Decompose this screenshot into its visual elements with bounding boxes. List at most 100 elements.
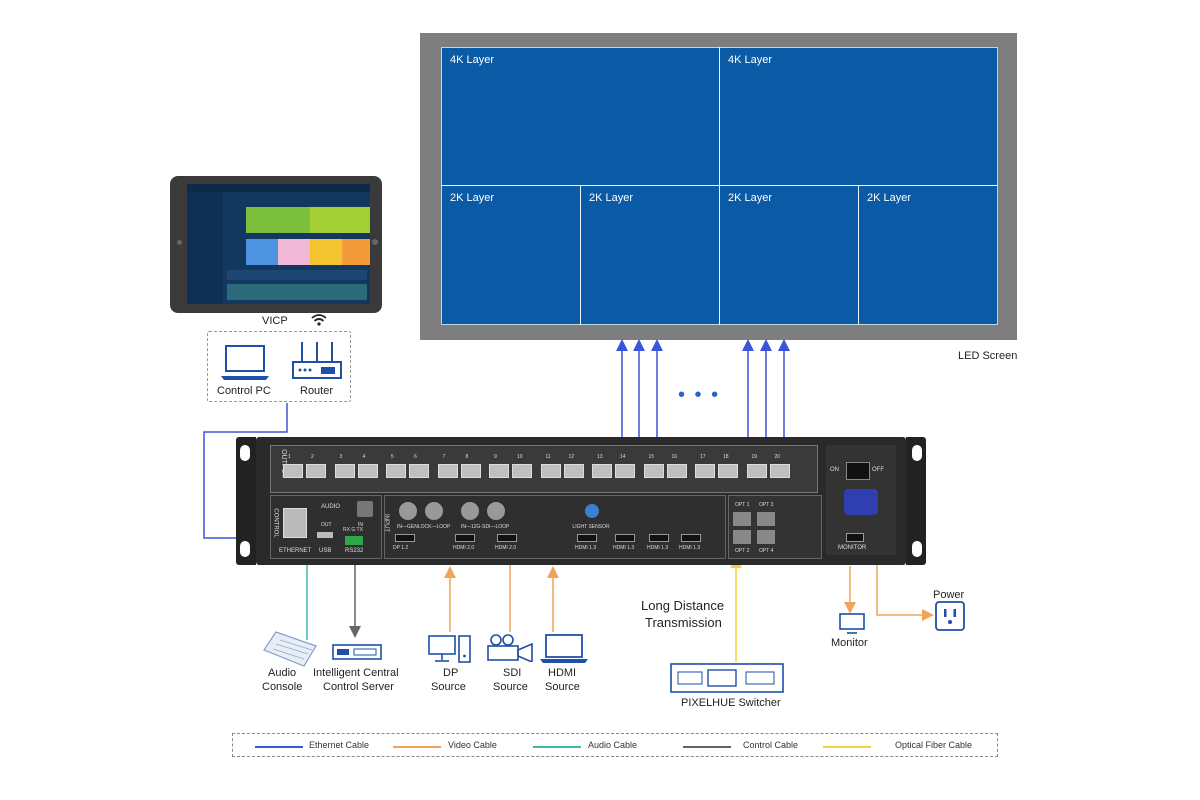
tablet-tile-1: [246, 207, 310, 233]
light-sensor-label: LIGHT SENSOR: [572, 524, 610, 530]
control-pc-label: Control PC: [217, 385, 271, 397]
input-port-label: HDMI 1.3: [575, 545, 597, 551]
power-switch[interactable]: [846, 462, 870, 480]
input-port-label: HDMI 1.3: [647, 545, 669, 551]
switcher-label: PIXELHUE Switcher: [681, 697, 781, 709]
legend-line-optical: [823, 746, 871, 748]
sdi-bnc-1: [461, 502, 479, 520]
legend-line-audio: [533, 746, 581, 748]
desktop-icon: [428, 635, 471, 663]
tablet-tile-4: [278, 239, 310, 265]
opt3-label: OPT 3: [759, 502, 774, 508]
input-port-label: HDMI 2.0: [453, 545, 475, 551]
output-port: [643, 464, 664, 478]
audio-label: AUDIO: [321, 504, 341, 510]
input-panel: INPUT IN—GENLOCK—LOOP IN—12G-SDI—LOOP LI…: [383, 495, 726, 559]
tablet-tile-3: [246, 239, 278, 265]
input-port: [577, 534, 597, 542]
output-port: [540, 464, 561, 478]
output-port: [437, 464, 458, 478]
output-port: [592, 464, 612, 478]
rack-ear-slot: [240, 445, 250, 461]
rack-ear-right: [906, 437, 926, 565]
opt-port-1: [733, 512, 751, 526]
output-port-number: 15: [648, 454, 655, 460]
legend-audio: Audio Cable: [588, 740, 638, 750]
output-port-number: 13: [597, 454, 603, 460]
tablet-topbar: [187, 184, 370, 192]
audio-jack: [357, 501, 373, 517]
output-port-number: 6: [414, 454, 417, 460]
switcher-icon: [670, 663, 784, 693]
led-screen-canvas: 4K Layer 4K Layer 2K Layer 2K Layer 2K L…: [441, 47, 998, 325]
output-port: [563, 464, 584, 478]
control-label: CONTROL: [272, 508, 279, 538]
output-port: [666, 464, 687, 478]
tablet-home-button: [372, 239, 378, 245]
genlock-label: IN—GENLOCK—LOOP: [397, 524, 451, 530]
sdi-label: IN—12G-SDI—LOOP: [461, 524, 510, 530]
output-port-number: 9: [494, 454, 497, 460]
opt1-label: OPT 1: [735, 502, 750, 508]
dp-label-2: Source: [431, 681, 466, 693]
output-port-number: 2: [311, 454, 314, 460]
legend-optical: Optical Fiber Cable: [895, 740, 973, 750]
legend-line-control: [683, 746, 731, 748]
rack-ear-slot: [240, 541, 250, 557]
power-socket: [844, 489, 878, 515]
tablet-tile-6: [342, 239, 370, 265]
output-port-number: 17: [700, 454, 706, 460]
opt-port-2: [733, 530, 751, 544]
camera-icon: [487, 634, 533, 662]
output-port-number: 12: [568, 454, 575, 460]
legend-line-video: [393, 746, 441, 748]
router-icon: [292, 342, 342, 379]
genlock-bnc-2: [425, 502, 443, 520]
rs232-label: RS232: [345, 548, 364, 554]
layer-label: 4K Layer: [450, 54, 495, 66]
output-port: [460, 464, 481, 478]
rack-ear-left: [236, 437, 256, 565]
input-port-label: HDMI 1.3: [679, 545, 701, 551]
laptop-icon: [221, 345, 269, 380]
genlock-bnc-1: [399, 502, 417, 520]
monitor-label: Monitor: [831, 637, 868, 649]
ellipsis: • • •: [678, 384, 721, 406]
opt-port-4: [757, 530, 775, 544]
output-port-number: 7: [442, 454, 446, 460]
layer-label: 4K Layer: [728, 54, 773, 66]
tablet-preset-bar: [227, 284, 367, 300]
optical-panel: OPT 1 OPT 2 OPT 3 OPT 4: [728, 495, 822, 559]
output-port-number: 18: [723, 454, 729, 460]
output-port-number: 3: [339, 454, 343, 460]
output-port: [718, 464, 738, 478]
vicp-label: VICP: [262, 315, 288, 327]
output-port-number: 1: [288, 454, 291, 460]
layer-label: 2K Layer: [728, 192, 773, 204]
input-port: [395, 534, 415, 542]
output-port: [512, 464, 532, 478]
input-port-label: HDMI 1.3: [613, 545, 635, 551]
legend-line-ethernet: [255, 746, 303, 748]
hdmi-label-1: HDMI: [548, 667, 577, 679]
legend-video: Video Cable: [448, 740, 497, 750]
hdmi-label-2: Source: [545, 681, 580, 693]
power-label: Power: [933, 589, 965, 601]
light-sensor: [585, 504, 599, 518]
led-screen-caption: LED Screen: [958, 350, 1018, 362]
sdi-bnc-2: [487, 502, 505, 520]
dp-label-1: DP: [443, 667, 459, 679]
power-panel: ON OFF MONITOR: [826, 445, 896, 555]
server-label-1: Intelligent Central: [313, 667, 399, 679]
rack-ear-slot: [912, 445, 922, 461]
output-port-number: 16: [671, 454, 678, 460]
output-port-number: 8: [465, 454, 469, 460]
layer-label: 2K Layer: [450, 192, 495, 204]
input-label: INPUT: [383, 514, 389, 532]
output-port: [306, 464, 326, 478]
server-icon: [332, 644, 382, 660]
usb-port: [317, 532, 333, 538]
off-label: OFF: [872, 467, 884, 473]
